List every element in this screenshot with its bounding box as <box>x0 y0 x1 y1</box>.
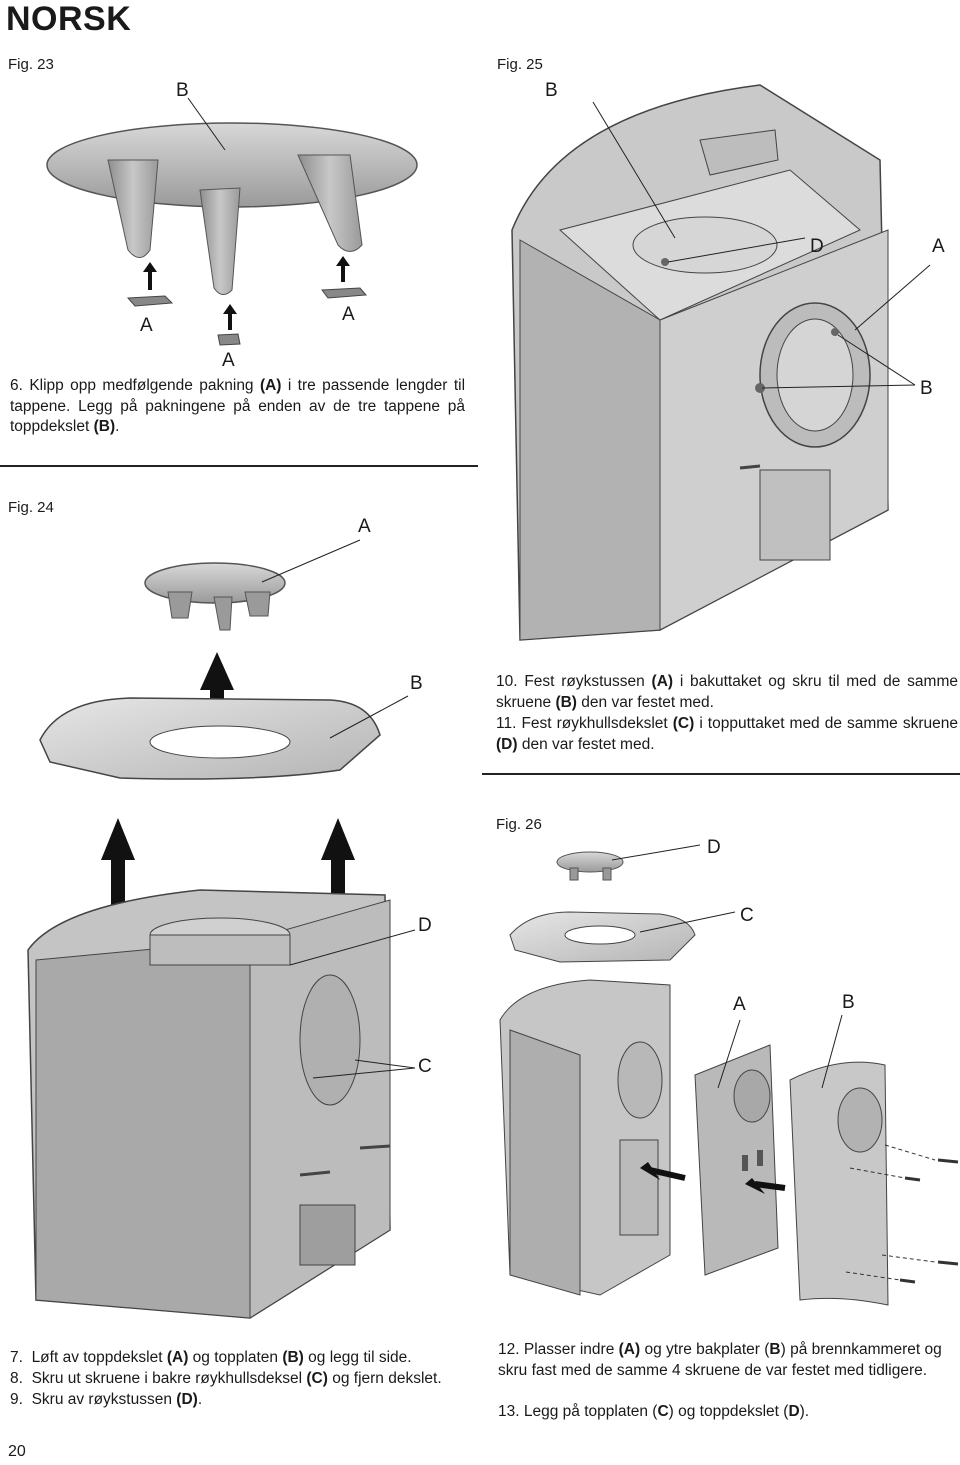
step-8: 8. Skru ut skruene i bakre røykhullsdeks… <box>10 1370 442 1387</box>
page-title: NORSK <box>6 0 132 38</box>
step-10: 10. Fest røykstussen (A) i bakuttaket og… <box>496 673 958 711</box>
page-number: 20 <box>8 1443 26 1460</box>
fig26-label-b: B <box>842 992 855 1013</box>
fig25-label-b-top: B <box>545 80 558 101</box>
fig23-caption: Fig. 23 <box>8 56 54 73</box>
divider-left <box>0 465 478 467</box>
fig26-label-d: D <box>707 837 721 858</box>
fig24-label-a: A <box>358 516 371 537</box>
fig26-caption: Fig. 26 <box>496 816 542 833</box>
step-11: 11. Fest røykhullsdekslet (C) i topputta… <box>496 715 958 753</box>
fig26-label-a: A <box>733 994 746 1015</box>
fig24-label-d: D <box>418 915 432 936</box>
fig25-label-d: D <box>810 236 824 257</box>
fig25-caption: Fig. 25 <box>497 56 543 73</box>
step-6: 6. Klipp opp medfølgende pakning (A) i t… <box>10 377 466 435</box>
fig23-label-b: B <box>176 80 189 101</box>
fig24-caption: Fig. 24 <box>8 499 54 516</box>
fig25-label-b-right: B <box>920 378 933 399</box>
fig24-label-b: B <box>410 673 423 694</box>
fig25-label-a: A <box>932 236 945 257</box>
step-13: 13. Legg på topplaten (C) og toppdekslet… <box>498 1403 810 1420</box>
fig23-label-a2: A <box>342 304 355 325</box>
fig23-label-a3: A <box>222 350 235 371</box>
fig23-label-a1: A <box>140 315 153 336</box>
top-cover-disc <box>46 122 418 208</box>
fig26-label-c: C <box>740 905 754 926</box>
divider-right <box>482 773 960 775</box>
step-9: 9. Skru av røykstussen (D). <box>10 1391 203 1408</box>
fig24-label-c: C <box>418 1056 432 1077</box>
step-7: 7. Løft av toppdekslet (A) og topplaten … <box>10 1349 412 1366</box>
step-12: 12. Plasser indre (A) og ytre bakplater … <box>498 1341 942 1379</box>
